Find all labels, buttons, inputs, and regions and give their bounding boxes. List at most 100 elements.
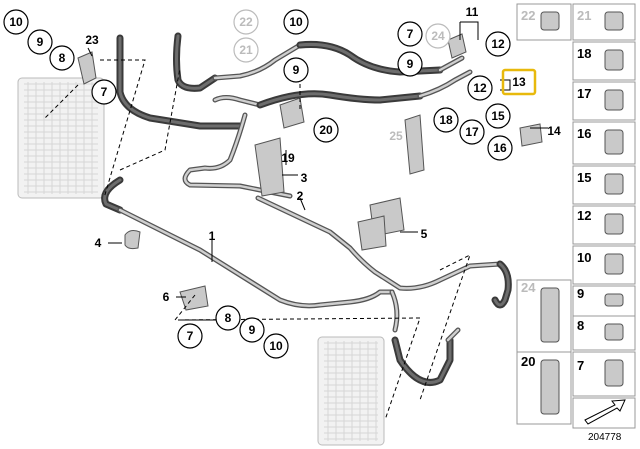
svg-text:10: 10 — [9, 15, 23, 29]
callout-c2: 2 — [297, 189, 304, 203]
callout-c25: 25 — [389, 129, 403, 143]
svg-text:23: 23 — [85, 33, 99, 47]
direction-arrow-icon — [584, 399, 626, 425]
svg-text:17: 17 — [577, 86, 591, 101]
svg-text:7: 7 — [407, 27, 414, 41]
svg-text:22: 22 — [521, 8, 535, 23]
parts-list-cell-10: 10 — [572, 245, 636, 285]
svg-text:3: 3 — [301, 171, 308, 185]
parts-list-cell-9: 9 — [572, 285, 636, 317]
callout-c14: 14 — [547, 124, 561, 138]
callout-c12b: 12 — [467, 75, 493, 101]
svg-text:8: 8 — [59, 51, 66, 65]
svg-text:9: 9 — [577, 286, 584, 301]
callout-c13: 13 — [512, 75, 526, 89]
svg-text:4: 4 — [95, 236, 102, 250]
callout-c23: 23 — [85, 33, 99, 47]
svg-text:12: 12 — [473, 81, 487, 95]
callout-c1: 1 — [209, 229, 216, 243]
callout-c5: 5 — [421, 227, 428, 241]
callout-c16: 16 — [487, 135, 513, 161]
svg-text:21: 21 — [239, 43, 253, 57]
svg-text:16: 16 — [577, 126, 591, 141]
svg-text:10: 10 — [577, 250, 591, 265]
svg-text:24: 24 — [431, 29, 445, 43]
svg-text:9: 9 — [293, 63, 300, 77]
svg-text:16: 16 — [493, 141, 507, 155]
callout-c24: 24 — [425, 23, 451, 49]
callout-c7b: 7 — [397, 21, 423, 47]
parts-list-cell-18: 18 — [572, 41, 636, 81]
part-17-icon — [604, 89, 624, 111]
svg-text:13: 13 — [512, 75, 526, 89]
callout-c10a: 10 — [3, 9, 29, 35]
parts-list-cell-21: 21 — [572, 3, 636, 41]
part-12-icon — [604, 213, 624, 235]
part-9-icon — [604, 293, 624, 307]
svg-text:19: 19 — [281, 151, 295, 165]
svg-text:14: 14 — [547, 124, 561, 138]
svg-text:7: 7 — [577, 358, 584, 373]
svg-text:24: 24 — [521, 280, 536, 295]
svg-text:20: 20 — [319, 123, 333, 137]
svg-text:18: 18 — [577, 46, 591, 61]
parts-list-cell-8: 8 — [572, 315, 636, 351]
svg-text:10: 10 — [269, 339, 283, 353]
parts-list-cell-22: 22 — [516, 3, 572, 41]
svg-text:18: 18 — [439, 113, 453, 127]
parts-list-cell-16: 16 — [572, 121, 636, 165]
parts-list-cell-24: 24 — [516, 279, 572, 353]
parts-list-cell-20: 20 — [516, 351, 572, 425]
callout-c9a: 9 — [27, 29, 53, 55]
callout-c15: 15 — [485, 103, 511, 129]
part-16-icon — [604, 129, 624, 155]
oil-cooler-lower — [317, 336, 385, 446]
parts-list-cell-15: 15 — [572, 165, 636, 205]
parts-list-cell-17: 17 — [572, 81, 636, 121]
highlight-box — [501, 68, 537, 96]
callout-c8a: 8 — [49, 45, 75, 71]
oil-cooler-upper-left — [17, 77, 105, 199]
part-15-icon — [604, 173, 624, 195]
svg-text:7: 7 — [187, 329, 194, 343]
svg-text:10: 10 — [289, 15, 303, 29]
callout-c9d: 9 — [239, 317, 265, 343]
part-24-icon — [540, 287, 560, 343]
reference-number: 204778 — [588, 432, 622, 443]
svg-text:9: 9 — [249, 323, 256, 337]
callout-c9b: 9 — [283, 57, 309, 83]
svg-text:1: 1 — [209, 229, 216, 243]
callout-c19: 19 — [281, 151, 295, 165]
svg-text:8: 8 — [225, 311, 232, 325]
part-22-icon — [540, 11, 560, 31]
svg-text:17: 17 — [465, 125, 479, 139]
brackets — [77, 33, 543, 311]
callout-c10c: 10 — [263, 333, 289, 359]
coolant-lines — [101, 32, 512, 386]
leader-lines — [87, 21, 548, 321]
svg-text:20: 20 — [521, 354, 535, 369]
callout-c8b: 8 — [215, 305, 241, 331]
dashed-leaders — [44, 59, 471, 421]
part-18-icon — [604, 49, 624, 71]
callout-c18: 18 — [433, 107, 459, 133]
callout-c9c: 9 — [397, 51, 423, 77]
svg-text:9: 9 — [407, 57, 414, 71]
callout-c20: 20 — [313, 117, 339, 143]
callout-c10b: 10 — [283, 9, 309, 35]
parts-list-cell-7: 7 — [572, 351, 636, 397]
svg-text:22: 22 — [239, 15, 253, 29]
part-10-icon — [604, 253, 624, 275]
svg-text:21: 21 — [577, 8, 591, 23]
svg-text:12: 12 — [577, 208, 591, 223]
part-20-icon — [540, 359, 560, 415]
callout-c22: 22 — [233, 9, 259, 35]
callout-c7a: 7 — [91, 79, 117, 105]
svg-text:8: 8 — [577, 318, 584, 333]
svg-text:9: 9 — [37, 35, 44, 49]
callout-c11: 11 — [466, 5, 479, 19]
svg-text:6: 6 — [163, 290, 170, 304]
callout-c17: 17 — [459, 119, 485, 145]
svg-text:2: 2 — [297, 189, 304, 203]
